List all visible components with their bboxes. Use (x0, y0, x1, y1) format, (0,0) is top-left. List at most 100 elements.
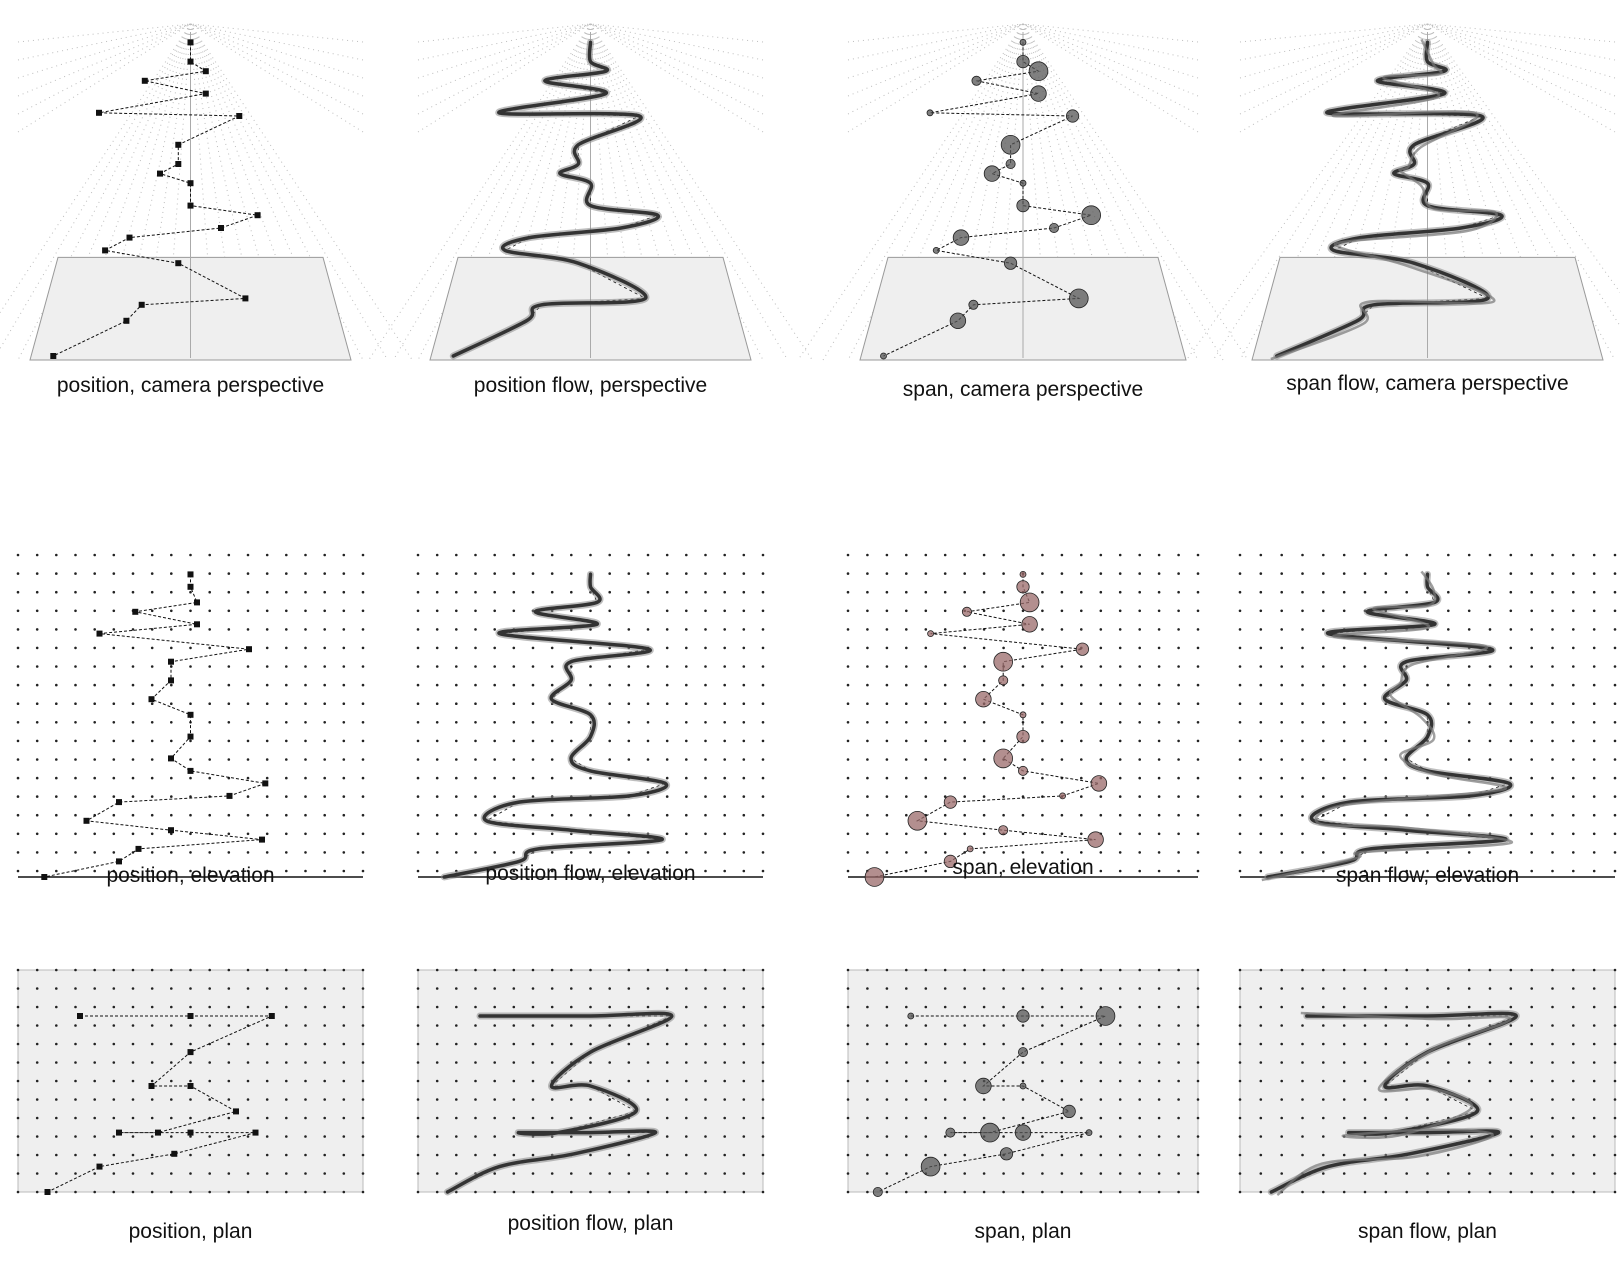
grid-dot (1238, 590, 1242, 594)
grid-dot (265, 795, 269, 798)
grid-dot (866, 590, 869, 594)
grid-dot (589, 646, 592, 650)
grid-dot (1177, 1135, 1180, 1138)
grid-dot (55, 739, 58, 743)
grid-dot (866, 776, 869, 780)
grid-dot (435, 1042, 439, 1046)
grid-dot (1060, 1024, 1064, 1027)
grid-dot (1363, 1079, 1367, 1083)
grid-dot (16, 553, 20, 557)
grid-dot (1118, 851, 1122, 854)
grid-dot (627, 553, 631, 557)
grid-dot (342, 702, 346, 705)
grid-dot (416, 1135, 420, 1138)
grid-dot (227, 1116, 231, 1120)
panel-caption: position, plan (128, 1220, 253, 1243)
grid-dot (665, 1042, 669, 1046)
grid-dot (1196, 1098, 1200, 1101)
grid-dot (866, 628, 869, 631)
grid-dot (1002, 702, 1005, 705)
grid-dot (493, 702, 497, 705)
grid-dot (1322, 553, 1325, 557)
grid-dot (761, 1024, 765, 1027)
grid-dot (846, 1079, 850, 1083)
grid-dot (1447, 1024, 1450, 1027)
grid-dot (455, 1153, 458, 1157)
grid-dot (1080, 609, 1083, 613)
grid-dot (1196, 609, 1200, 613)
span-marker (1030, 85, 1047, 102)
grid-dot (1177, 968, 1180, 972)
grid-dot (1384, 1172, 1388, 1175)
grid-dot (761, 628, 765, 631)
grid-dot (1613, 572, 1617, 575)
grid-dot (1099, 1190, 1103, 1194)
grid-dot (1447, 1098, 1450, 1101)
grid-dot (16, 1172, 20, 1175)
grid-dot (435, 665, 439, 668)
grid-dot (627, 665, 631, 668)
grid-dot (1572, 739, 1575, 743)
grid-dot (846, 1153, 850, 1157)
grid-dot (761, 683, 765, 687)
grid-dot (227, 1005, 231, 1009)
grid-dot (1342, 869, 1346, 873)
grid-dot (1259, 646, 1263, 650)
grid-dot (1301, 832, 1304, 836)
grid-dot (323, 1135, 327, 1138)
grid-dot (304, 1079, 307, 1083)
ray (1427, 23, 1616, 61)
grid-dot (704, 795, 707, 798)
grid-dot (1118, 1024, 1122, 1027)
grid-dot (982, 1172, 986, 1175)
grid-dot (35, 1005, 39, 1009)
grid-dot (150, 1061, 154, 1064)
grid-dot (742, 1190, 746, 1194)
grid-dot (570, 1116, 573, 1120)
grid-dot (1342, 832, 1346, 836)
grid-dot (342, 1116, 346, 1120)
ray (1022, 23, 1199, 97)
grid-dot (1363, 1061, 1367, 1064)
grid-dot (1384, 1042, 1388, 1046)
grid-dot (189, 1061, 192, 1064)
grid-dot (608, 665, 611, 668)
grid-dot (963, 869, 966, 873)
grid-dot (531, 869, 535, 873)
span-marker (1085, 1129, 1093, 1136)
ray (1427, 23, 1616, 115)
grid-dot (1060, 1116, 1064, 1120)
grid-dot (665, 987, 669, 990)
ray (1239, 23, 1428, 97)
grid-dot (905, 665, 908, 668)
grid-dot (455, 609, 458, 613)
grid-dot (1177, 1061, 1180, 1064)
ray (1022, 23, 1199, 43)
grid-dot (1342, 572, 1346, 575)
grid-dot (150, 1135, 154, 1138)
grid-dot (1196, 851, 1200, 854)
grid-dot (723, 590, 726, 594)
span-marker (880, 352, 887, 360)
grid-dot (131, 739, 135, 743)
grid-dot (1060, 832, 1064, 836)
grid-dot (55, 628, 58, 631)
grid-dot (589, 553, 592, 557)
grid-dot (866, 609, 869, 613)
grid-dot (1426, 758, 1429, 761)
grid-dot (704, 832, 707, 836)
grid-dot (1322, 1172, 1325, 1175)
grid-dot (1099, 1061, 1103, 1064)
grid-dot (1467, 1135, 1471, 1138)
grid-dot (1157, 683, 1161, 687)
grid-dot (435, 646, 439, 650)
grid-dot (1592, 1024, 1596, 1027)
grid-dot (846, 628, 850, 631)
grid-dot (1342, 590, 1346, 594)
grid-dot (704, 1024, 707, 1027)
grid-dot (74, 1190, 77, 1194)
grid-dot (361, 851, 365, 854)
grid-dot (55, 609, 58, 613)
grid-dot (74, 646, 77, 650)
position-marker (262, 780, 269, 787)
